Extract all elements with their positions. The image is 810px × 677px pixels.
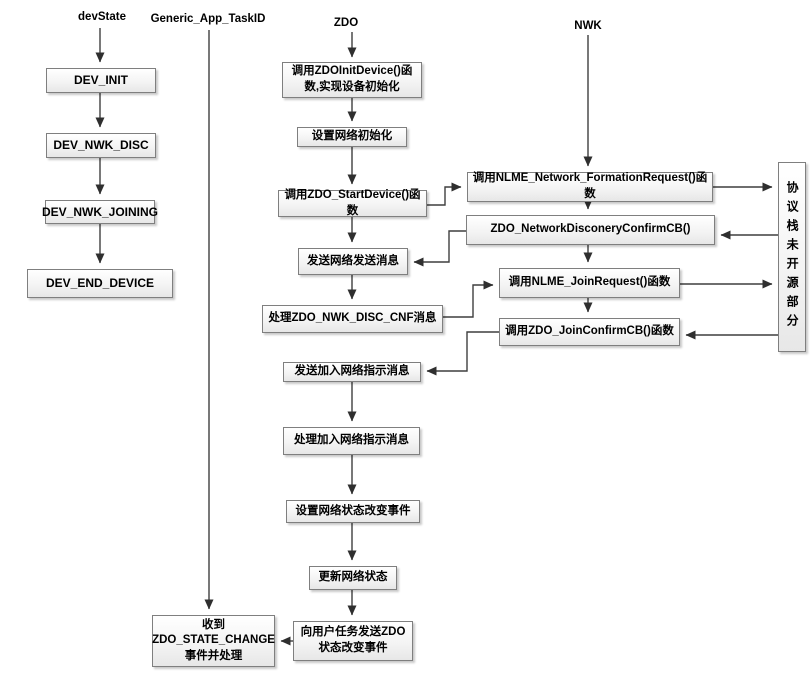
node-nlme-network-formation-request: 调用NLME_Network_FormationRequest()函数 [467, 172, 713, 202]
node-set-network-init: 设置网络初始化 [297, 127, 407, 147]
node-nlme-join-request: 调用NLME_JoinRequest()函数 [499, 268, 680, 298]
node-zdo-start-device: 调用ZDO_StartDevice()函数 [278, 189, 427, 217]
node-dev-init: DEV_INIT [46, 68, 156, 93]
node-send-join-network-indication: 发送加入网络指示消息 [283, 362, 421, 382]
node-send-zdo-state-change-to-user-task: 向用户任务发送ZDO 状态改变事件 [293, 621, 413, 661]
node-set-network-state-change-event: 设置网络状态改变事件 [286, 500, 420, 523]
node-handle-zdo-nwk-disc-cnf: 处理ZDO_NWK_DISC_CNF消息 [262, 305, 443, 333]
node-zdo-network-disconery-confirm-cb: ZDO_NetworkDisconeryConfirmCB() [466, 215, 715, 245]
column-label-devstate: devState [78, 11, 126, 23]
node-dev-nwk-joining: DEV_NWK_JOINING [42, 200, 158, 224]
node-protocol-stack-closed-source: 协议栈未开源部分 [778, 162, 806, 352]
node-send-network-send-msg: 发送网络发送消息 [298, 248, 408, 275]
column-label-nwk: NWK [574, 20, 602, 32]
node-zdo-init-device: 调用ZDOInitDevice()函 数,实现设备初始化 [282, 62, 422, 98]
column-label-zdo: ZDO [333, 17, 359, 29]
node-update-network-state: 更新网络状态 [309, 566, 397, 590]
node-dev-end-device: DEV_END_DEVICE [27, 269, 173, 298]
node-zdo-join-confirm-cb: 调用ZDO_JoinConfirmCB()函数 [499, 318, 680, 346]
node-receive-zdo-state-change: 收到 ZDO_STATE_CHANGE 事件并处理 [152, 615, 275, 667]
node-dev-nwk-disc: DEV_NWK_DISC [46, 133, 156, 158]
node-handle-join-network-indication: 处理加入网络指示消息 [283, 427, 420, 455]
column-label-generic-app-taskid: Generic_App_TaskID [150, 13, 266, 25]
